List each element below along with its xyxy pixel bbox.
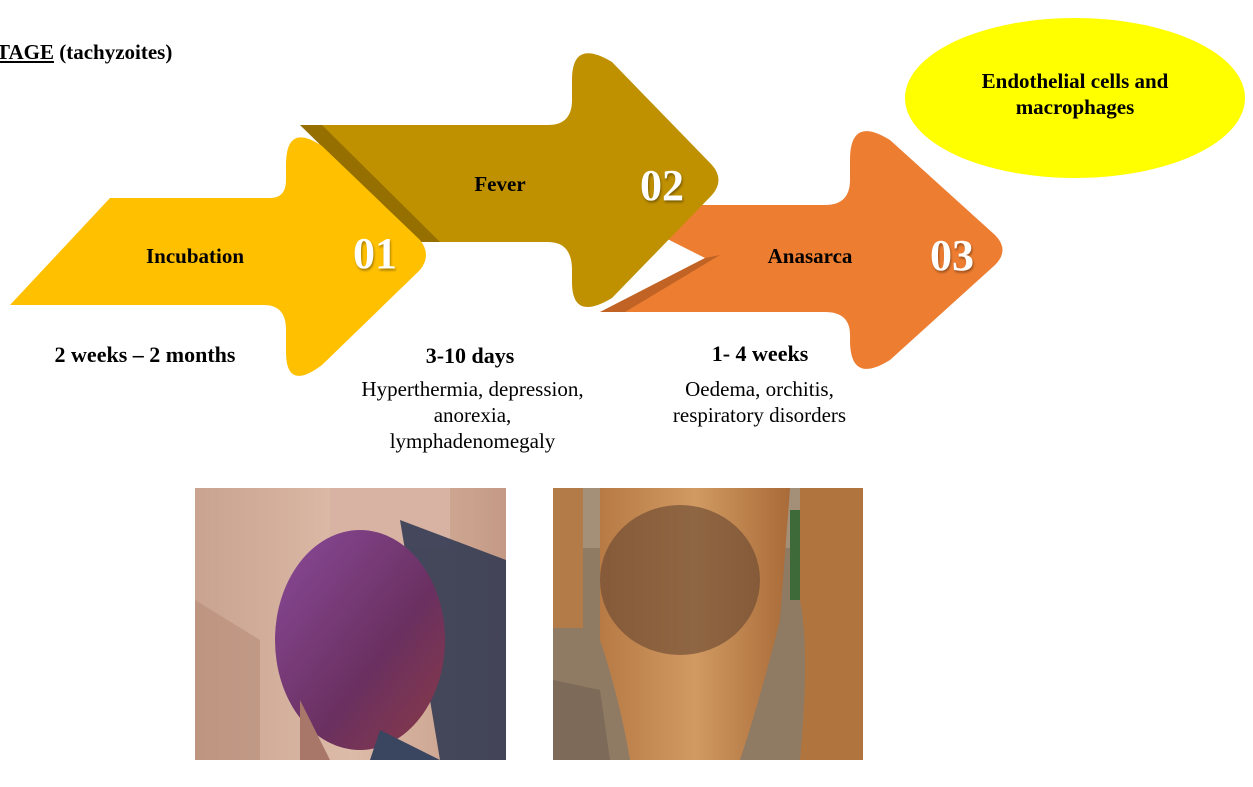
phase-1-number: 01 [325,228,425,279]
phase-2-label: Fever [430,172,570,197]
phase-2-number: 02 [612,160,712,211]
stage-title: TAGE (tachyzoites) [0,40,172,65]
phase-3-signs: Oedema, orchitis, respiratory disorders [652,376,867,428]
phase-2-signs: Hyperthermia, depression, anorexia, lymp… [350,376,595,454]
phase-1-duration: 2 weeks – 2 months [10,342,280,368]
stage-title-prefix: TAGE [0,40,54,64]
phase-3-number: 03 [902,230,1002,281]
target-cells-label: Endothelial cells and macrophages [920,68,1230,120]
stage-title-suffix: (tachyzoites) [54,40,172,64]
phase-3-duration: 1- 4 weeks [665,341,855,367]
phase-3-label: Anasarca [735,244,885,269]
phase-1-label: Incubation [125,244,265,269]
phase-2-duration: 3-10 days [375,343,565,369]
oedema-leg-photo [553,488,863,760]
orchitis-photo [195,488,506,760]
